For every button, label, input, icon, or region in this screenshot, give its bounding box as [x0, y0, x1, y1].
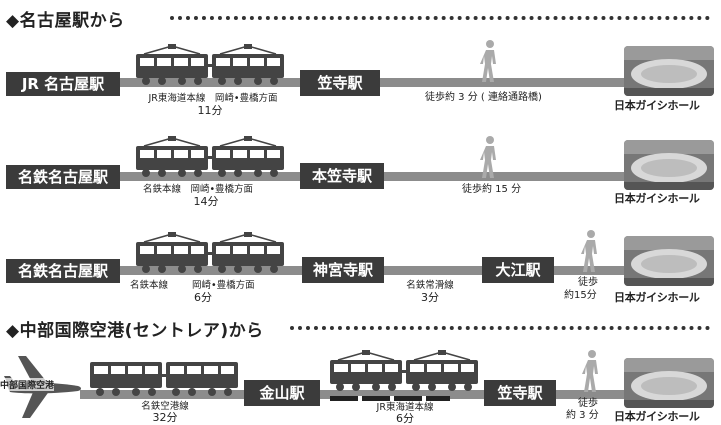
- station-start-meitetsu-nagoya: 名鉄名古屋駅: [6, 165, 120, 189]
- route3-line-dir1: 岡崎•豊橋方面: [192, 280, 255, 291]
- walking-person-icon: [581, 230, 601, 274]
- station-start-meitetsu-nagoya: 名鉄名古屋駅: [6, 259, 120, 283]
- route4-time2: 6分: [396, 412, 414, 425]
- destination-label: 日本ガイシホール: [614, 410, 700, 423]
- gaishi-hall-photo: [624, 236, 714, 286]
- gaishi-hall-photo: [624, 140, 714, 190]
- destination-label: 日本ガイシホール: [614, 291, 700, 304]
- gaishi-hall-photo: [624, 46, 714, 96]
- route3-time1: 6分: [194, 291, 212, 304]
- station-start-jr-nagoya: JR 名古屋駅: [6, 72, 120, 96]
- route2-line-name: 名鉄本線 岡崎•豊橋方面: [142, 184, 254, 195]
- route3-line-name1: 名鉄本線: [130, 280, 169, 291]
- walking-person-icon: [582, 350, 602, 394]
- station-kasadera[interactable]: 笠寺駅: [484, 380, 556, 406]
- gaishi-hall-photo: [624, 358, 714, 408]
- train-icon: [90, 356, 240, 398]
- route3-walk-label: 徒歩: [578, 277, 598, 288]
- route2-time: 14分: [193, 195, 219, 208]
- route1-line-name: JR東海道本線 岡崎•豊橋方面: [148, 93, 278, 104]
- route4-walk-label: 徒歩: [578, 398, 598, 409]
- train-icon: [136, 136, 286, 178]
- station-jingumae[interactable]: 神宮寺駅: [302, 257, 384, 283]
- route4-walk-time: 約 3 分: [566, 410, 599, 421]
- jr-track-segment: [330, 396, 450, 401]
- route1-walk: 徒歩約 3 分 ( 連絡通路橋): [425, 92, 542, 103]
- route-line-4: [80, 390, 650, 399]
- route3-line-name2: 名鉄常滑線: [406, 280, 454, 291]
- station-oe[interactable]: 大江駅: [482, 257, 554, 283]
- train-icon: [136, 44, 286, 86]
- route4-time1: 32分: [152, 411, 178, 424]
- section-heading-nagoya: ◆名古屋駅から: [6, 11, 125, 31]
- route2-walk: 徒歩約 15 分: [462, 184, 522, 195]
- walking-person-icon: [480, 136, 500, 180]
- route4-line-name2: JR東海道本線: [376, 402, 434, 413]
- station-kanayama[interactable]: 金山駅: [244, 380, 320, 406]
- heading-dotted-rule: [290, 326, 710, 330]
- route3-walk-time: 約15分: [564, 290, 597, 301]
- section-heading-centrair: ◆中部国際空港(セントレア)から: [6, 321, 264, 341]
- heading-dotted-rule: [170, 16, 710, 20]
- start-airport-label: 中部国際空港: [0, 378, 55, 391]
- destination-label: 日本ガイシホール: [614, 99, 700, 112]
- walking-person-icon: [480, 40, 500, 84]
- route3-time2: 3分: [421, 291, 439, 304]
- route1-time: 11分: [197, 104, 223, 117]
- train-icon: [136, 232, 286, 274]
- station-motokasadera[interactable]: 本笠寺駅: [300, 163, 384, 189]
- destination-label: 日本ガイシホール: [614, 192, 700, 205]
- route4-line-name1: 名鉄空港線: [141, 401, 189, 412]
- station-kasadera[interactable]: 笠寺駅: [300, 70, 380, 96]
- train-icon: [330, 350, 480, 392]
